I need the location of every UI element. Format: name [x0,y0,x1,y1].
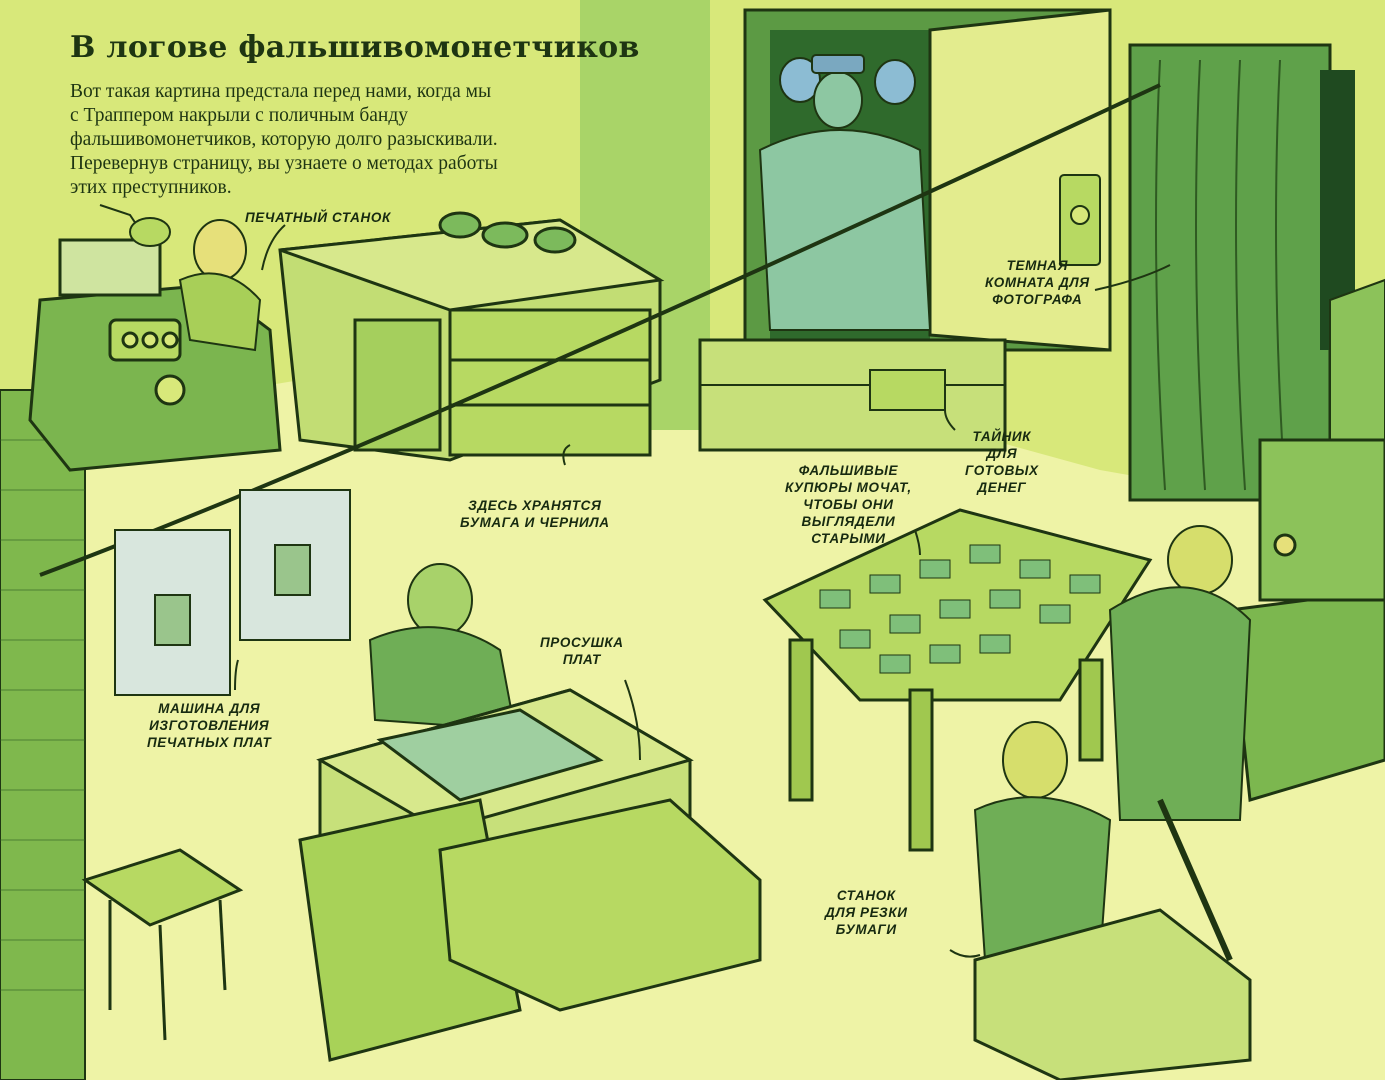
callout-line: ФАЛЬШИВЫЕ [798,463,899,478]
callout-printing-press: ПЕЧАТНЫЙ СТАНОК [245,209,391,226]
callout-paper-cutter: СТАНОК ДЛЯ РЕЗКИ БУМАГИ [825,887,908,938]
callout-line: СТАРЫМИ [811,531,886,546]
intro-line: этих преступников. [70,177,232,198]
wet-bills [819,544,1101,674]
darkroom-curtain [1128,43,1332,502]
intro-line: Перевернув страницу, вы узнаете о метода… [70,153,498,174]
intro-paragraph: Вот такая картина предстала перед нами, … [70,80,630,200]
brick-pillar-left [0,389,86,1080]
callout-aging-bills: ФАЛЬШИВЫЕ КУПЮРЫ МОЧАТ, ЧТОБЫ ОНИ ВЫГЛЯД… [785,462,912,547]
callout-arrows [234,224,1171,958]
callout-line: ФОТОГРАФА [992,292,1083,307]
worker-at-plate-machine [368,563,517,732]
paper-ink-cabinet [278,211,665,462]
callout-hiding-place: ТАЙНИК ДЛЯ ГОТОВЫХ ДЕНЕГ [965,428,1039,496]
paper-cutter [973,798,1252,1080]
callout-line: КОМНАТА ДЛЯ [985,275,1090,290]
callout-line: БУМАГА И ЧЕРНИЛА [460,515,610,530]
callout-line: ПЕЧАТНЫЙ СТАНОК [245,210,391,225]
stool [81,848,244,1041]
callout-line: ЧТОБЫ ОНИ [803,497,894,512]
callout-line: ТАЙНИК [972,429,1032,444]
door-step [698,338,1007,452]
big-worker [1108,525,1252,821]
worker-at-press [178,219,262,352]
callout-line: СТАНОК [836,888,896,903]
callout-line: КУПЮРЫ МОЧАТ, [785,480,912,495]
callout-dark-room: ТЕМНАЯ КОМНАТА ДЛЯ ФОТОГРАФА [985,257,1090,308]
callout-line: ДЛЯ РЕЗКИ [825,905,908,920]
callout-line: ПЛАТ [562,652,601,667]
drying-plates [114,489,351,696]
callout-line: БУМАГИ [835,922,897,937]
callout-line: ЗДЕСЬ ХРАНЯТСЯ [468,498,602,513]
callout-line: ИЗГОТОВЛЕНИЯ [149,718,270,733]
callout-plate-machine: МАШИНА ДЛЯ ИЗГОТОВЛЕНИЯ ПЕЧАТНЫХ ПЛАТ [147,700,271,751]
callout-line: ВЫГЛЯДЕЛИ [801,514,896,529]
hiding-place-panel [869,369,946,411]
callout-line: ГОТОВЫХ [965,463,1039,478]
intro-line: Вот такая картина предстала перед нами, … [70,81,492,102]
washbasin [1228,438,1385,802]
worker-at-paper-cutter [973,721,1112,961]
cutting-machine [298,798,762,1062]
callout-line: ТЕМНАЯ [1006,258,1069,273]
callout-line: ДЛЯ [986,446,1018,461]
callout-line: МАШИНА ДЛЯ [158,701,261,716]
callout-line: ПЕЧАТНЫХ ПЛАТ [147,735,272,750]
callout-paper-and-ink: ЗДЕСЬ ХРАНЯТСЯ БУМАГА И ЧЕРНИЛА [460,497,610,531]
police-officers [758,54,932,331]
intro-line: с Траппером накрыли с поличным банду [70,105,409,126]
page-title: В логове фальшивомонетчиков [70,30,640,65]
intro-line: фальшивомонетчиков, которую долго разыск… [70,129,498,150]
desk-lamp [99,204,171,247]
callout-line: ПРОСУШКА [540,635,624,650]
callout-line: ДЕНЕГ [977,480,1027,495]
callout-plate-drying: ПРОСУШКА ПЛАТ [540,634,624,668]
